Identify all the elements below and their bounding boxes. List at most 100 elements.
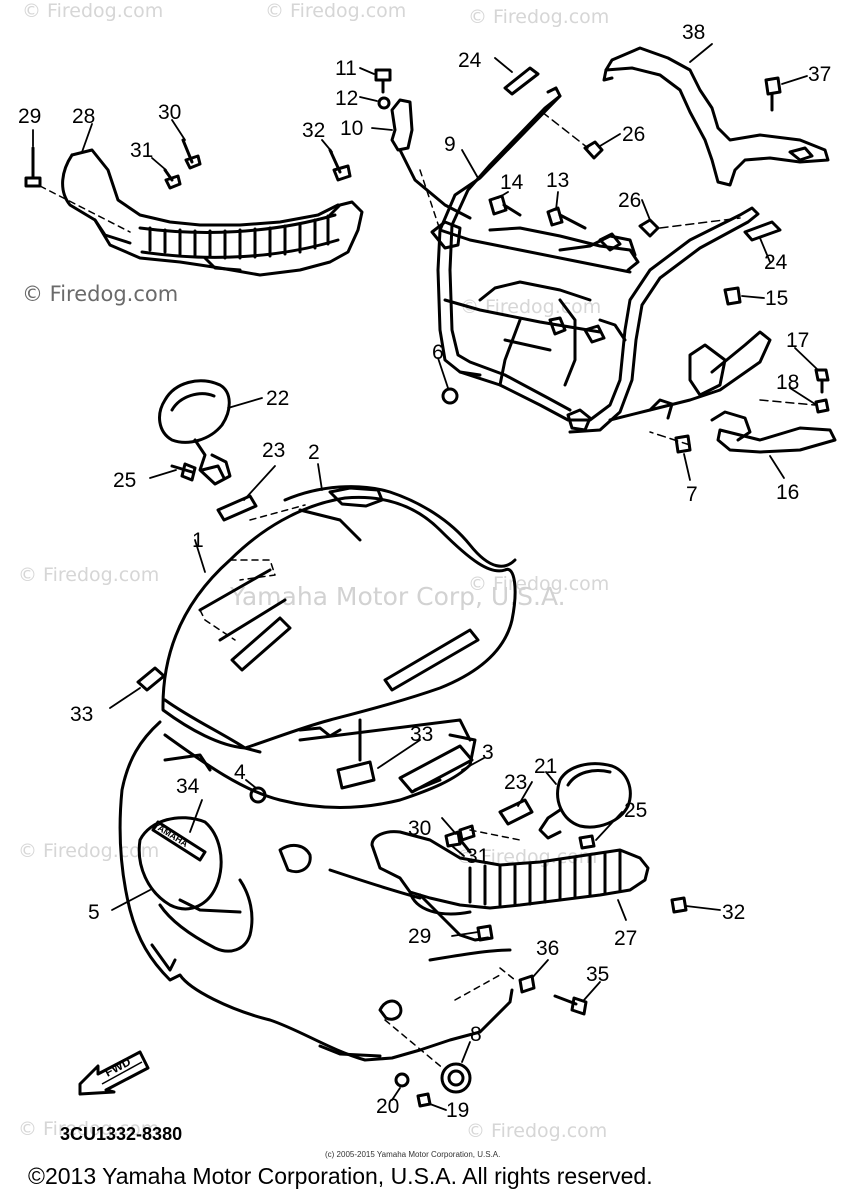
- mirror-21: [538, 762, 632, 840]
- callout-33-left: 33: [70, 703, 94, 726]
- callout-18: 18: [776, 371, 800, 394]
- bolt-11: [374, 68, 392, 94]
- callout-25-right: 25: [624, 799, 648, 822]
- callout-27: 27: [614, 927, 638, 950]
- callout-7: 7: [686, 483, 698, 506]
- callout-19: 19: [446, 1099, 470, 1122]
- callout-35: 35: [586, 963, 610, 986]
- bolt-25-left: [170, 462, 197, 482]
- callout-20: 20: [376, 1095, 400, 1118]
- nut-12: [377, 96, 391, 110]
- nut-18: [814, 398, 830, 414]
- callout-34: 34: [176, 775, 200, 798]
- callout-17: 17: [786, 329, 810, 352]
- callout-38: 38: [682, 21, 706, 44]
- callout-1: 1: [192, 529, 204, 552]
- watermark-yamaha-center: Yamaha Motor Corp, U.S.A.: [230, 582, 566, 611]
- callout-25-left: 25: [113, 469, 137, 492]
- grommet-6: [441, 387, 459, 405]
- callout-36: 36: [536, 937, 560, 960]
- bolt-13: [546, 206, 587, 230]
- callout-21: 21: [534, 755, 558, 778]
- bolt-15: [723, 286, 742, 306]
- callout-24-right: 24: [764, 251, 788, 274]
- gasket-23-right: [498, 798, 534, 826]
- callout-16: 16: [776, 481, 800, 504]
- callout-14: 14: [500, 171, 524, 194]
- callout-30-lower: 30: [408, 817, 432, 840]
- stay-38: [602, 46, 830, 187]
- callout-15: 15: [765, 287, 789, 310]
- watermark-top-left: © Firedog.com: [22, 0, 164, 22]
- emblem-34: [151, 820, 207, 862]
- windscreen-1: [161, 485, 517, 754]
- bolt-19: [416, 1092, 432, 1108]
- grommet-8: [440, 1062, 472, 1094]
- leader-lines: [32, 43, 819, 1111]
- watermark-bottom-left: © Firedog.com: [18, 1118, 160, 1140]
- fairing-stay-frame: [430, 86, 760, 434]
- callout-23-left: 23: [262, 439, 286, 462]
- decal-33-right: [336, 760, 376, 790]
- callout-4: 4: [234, 761, 246, 784]
- bolt-30-top: [181, 138, 202, 170]
- callout-3: 3: [482, 741, 494, 764]
- callout-33-right: 33: [410, 723, 434, 746]
- callout-29-top: 29: [18, 105, 42, 128]
- bolt-25-right: [578, 834, 596, 850]
- callout-28: 28: [72, 105, 96, 128]
- part-code: 3CU1332-8380: [60, 1124, 183, 1144]
- nut-26-top: [583, 140, 604, 160]
- bolt-37: [764, 76, 782, 112]
- bolt-29-lower: [476, 924, 494, 942]
- gasket-23-left: [216, 494, 258, 522]
- callout-37: 37: [808, 63, 832, 86]
- callout-11: 11: [335, 57, 357, 80]
- callout-10: 10: [340, 117, 364, 140]
- fine-print: (c) 2005-2015 Yamaha Motor Corporation, …: [325, 1150, 501, 1159]
- callout-30-top: 30: [158, 101, 182, 124]
- callout-22: 22: [266, 387, 290, 410]
- callout-9: 9: [444, 133, 456, 156]
- spacer-24-right: [743, 220, 782, 242]
- callout-26-right: 26: [618, 189, 642, 212]
- watermark-right-1: © Firedog.com: [468, 573, 610, 595]
- nut-26-right: [638, 218, 660, 238]
- callout-31-lower: 31: [466, 845, 490, 868]
- panel-3: [398, 744, 474, 794]
- watermark-left-1: © Firedog.com: [18, 564, 160, 586]
- watermark-top-right: © Firedog.com: [468, 6, 610, 28]
- bolt-30-lower: [458, 824, 476, 854]
- mirror-22: [158, 379, 232, 486]
- bolt-29-top: [24, 146, 42, 188]
- bolt-7: [674, 434, 692, 454]
- callout-5: 5: [88, 901, 100, 924]
- callout-13: 13: [546, 169, 570, 192]
- watermark-top-mid: © Firedog.com: [265, 0, 407, 22]
- decal-33-left: [136, 666, 166, 692]
- spacer-24-top: [503, 66, 540, 96]
- clip-36: [518, 974, 536, 994]
- air-duct-right: [370, 830, 650, 916]
- bolt-32-top: [328, 148, 352, 182]
- watermark-left-2: © Firedog.com: [18, 840, 160, 862]
- callout-32-top: 32: [302, 119, 326, 142]
- watermark-mid-left: © Firedog.com: [22, 282, 179, 306]
- bracket-16: [608, 330, 837, 454]
- callout-29-lower: 29: [408, 925, 432, 948]
- cowling-5: [118, 718, 514, 1062]
- bolt-31-lower: [444, 830, 462, 848]
- bolt-32-lower: [670, 896, 688, 914]
- callout-8: 8: [470, 1023, 482, 1046]
- bolt-31-top: [163, 168, 182, 190]
- watermark-bottom-right: © Firedog.com: [466, 1120, 608, 1142]
- bracket-10: [390, 98, 472, 220]
- callout-6: 6: [432, 341, 444, 364]
- forward-arrow-icon: FWD: [72, 1040, 162, 1100]
- bolt-17: [814, 368, 830, 394]
- callout-32-lower: 32: [722, 901, 746, 924]
- nut-20: [394, 1072, 410, 1088]
- callout-24-top: 24: [458, 49, 482, 72]
- bolt-35: [553, 994, 588, 1016]
- grommet-4: [249, 786, 267, 804]
